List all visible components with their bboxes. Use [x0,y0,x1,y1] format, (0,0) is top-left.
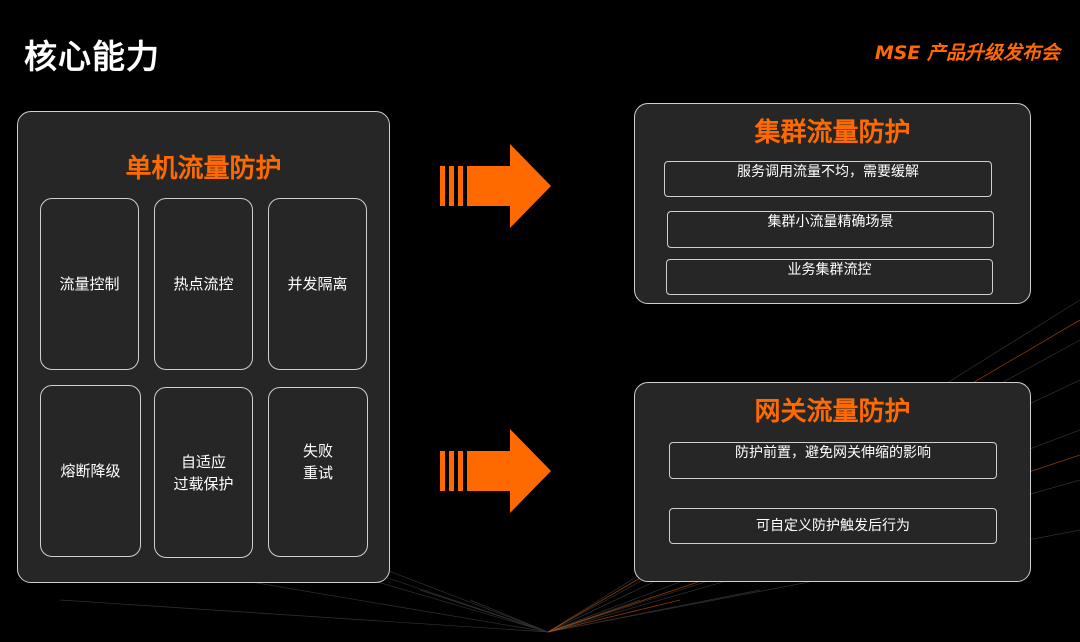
capability-label: 热点流控 [173,275,234,293]
brand-label: MSE 产品升级发布会 [874,42,1060,64]
capability-card-adaptive: 自适应 过载保护 [154,387,253,558]
cluster-item: 集群小流量精确场景 [667,211,994,248]
cluster-protection-title: 集群流量防护 [754,118,911,148]
arrow-right-icon [440,144,551,228]
capability-card-flow-control: 流量控制 [40,198,139,370]
arrow-right-icon [440,429,551,513]
gateway-item: 可自定义防护触发后行为 [669,508,997,544]
capability-label: 熔断降级 [60,462,121,480]
capability-label: 并发隔离 [287,275,348,293]
capability-label: 流量控制 [59,275,120,293]
cluster-item: 服务调用流量不均，需要缓解 [664,161,992,197]
capability-card-hotspot: 热点流控 [154,198,253,370]
page-title: 核心能力 [24,37,160,76]
capability-card-retry: 失败 重试 [268,387,368,557]
capability-label: 失败 重试 [302,442,333,482]
standalone-protection-panel: 单机流量防护 流量控制 热点流控 并发隔离 熔断降级 自适应 过载保护 失败 重… [17,111,390,583]
gateway-protection-panel: 网关流量防护 防护前置，避免网关伸缩的影响 可自定义防护触发后行为 [634,382,1031,582]
capability-card-circuit-breaker: 熔断降级 [40,385,141,557]
cluster-item: 业务集群流控 [666,259,993,295]
capability-label: 自适应 过载保护 [173,452,234,493]
cluster-protection-panel: 集群流量防护 服务调用流量不均，需要缓解 集群小流量精确场景 业务集群流控 [634,103,1031,304]
capability-card-isolation: 并发隔离 [268,198,367,370]
gateway-protection-title: 网关流量防护 [754,397,911,427]
gateway-item: 防护前置，避免网关伸缩的影响 [669,442,997,479]
standalone-protection-title: 单机流量防护 [125,154,282,184]
